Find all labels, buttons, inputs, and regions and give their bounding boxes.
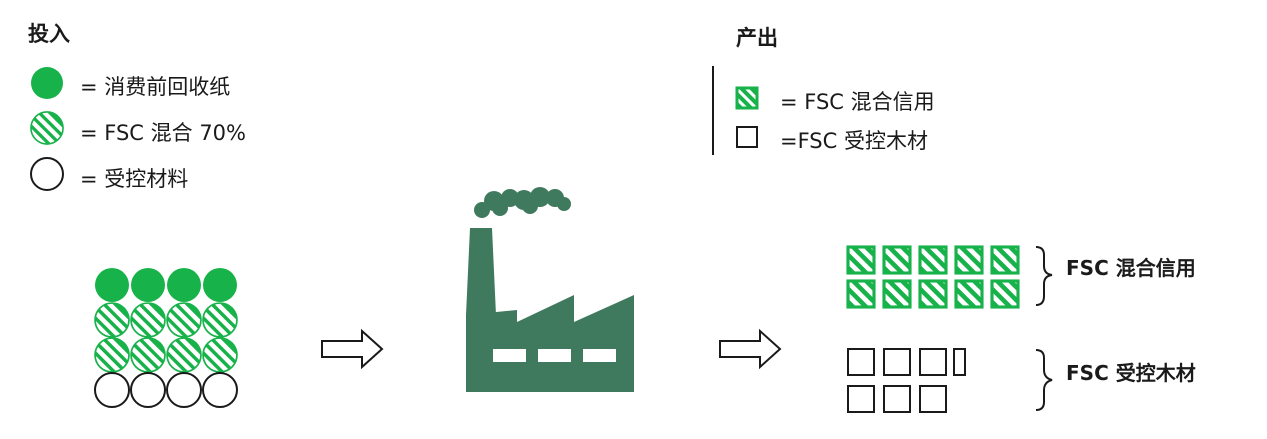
input-circle-empty — [166, 372, 202, 408]
legend-controlled-text: = 受控材料 — [80, 167, 189, 191]
input-circle-empty — [94, 372, 130, 408]
legend-hatched-square-icon — [735, 86, 759, 110]
input-circle-hatched — [130, 337, 166, 373]
controlled-wood-square — [919, 348, 947, 376]
mix-credit-square — [882, 279, 912, 309]
legend-mix-credit-text: = FSC 混合信用 — [780, 90, 935, 114]
input-circle-solid — [131, 268, 165, 302]
mix-credit-square — [882, 245, 912, 275]
input-circle-hatched — [202, 302, 238, 338]
controlled-wood-square — [847, 385, 875, 413]
legend-hatched-circle-icon — [30, 111, 64, 145]
controlled-wood-square — [953, 348, 966, 376]
legend-solid-circle-icon — [31, 67, 63, 99]
input-circle-empty — [130, 372, 166, 408]
controlled-wood-square — [847, 348, 875, 376]
legend-preconsumer-text: = 消费前回收纸 — [80, 75, 231, 99]
mix-credit-square — [954, 245, 984, 275]
input-circle-hatched — [166, 337, 202, 373]
input-circle-hatched — [130, 302, 166, 338]
factory-icon — [466, 187, 634, 392]
hollow-right-arrow-icon — [719, 328, 782, 370]
mix-credit-square — [990, 279, 1020, 309]
controlled-wood-square — [883, 385, 911, 413]
output-heading: 产出 — [736, 26, 778, 50]
mix-credit-square — [918, 279, 948, 309]
mix-credit-square — [918, 245, 948, 275]
output-square-grid — [846, 245, 1020, 413]
legend-empty-square-icon — [736, 126, 758, 148]
brace-icon — [1035, 246, 1053, 306]
legend-empty-circle-icon — [30, 157, 64, 191]
input-circle-solid — [167, 268, 201, 302]
legend-fsc-mix-text: = FSC 混合 70% — [80, 121, 247, 145]
input-circle-solid — [95, 268, 129, 302]
input-circle-solid — [203, 268, 237, 302]
input-circle-empty — [202, 372, 238, 408]
mix-credit-group-label: FSC 混合信用 — [1066, 256, 1196, 280]
controlled-wood-square — [919, 385, 947, 413]
controlled-wood-group-label: FSC 受控木材 — [1066, 361, 1196, 385]
input-heading: 投入 — [28, 22, 70, 46]
mix-credit-square — [846, 245, 876, 275]
mix-credit-square — [954, 279, 984, 309]
mix-credit-square — [846, 279, 876, 309]
brace-icon — [1035, 349, 1053, 411]
controlled-wood-square — [883, 348, 911, 376]
mix-credit-square — [990, 245, 1020, 275]
hollow-right-arrow-icon — [321, 328, 384, 370]
legend-controlled-wood-text: =FSC 受控木材 — [780, 129, 928, 153]
input-circle-stack — [94, 268, 238, 408]
